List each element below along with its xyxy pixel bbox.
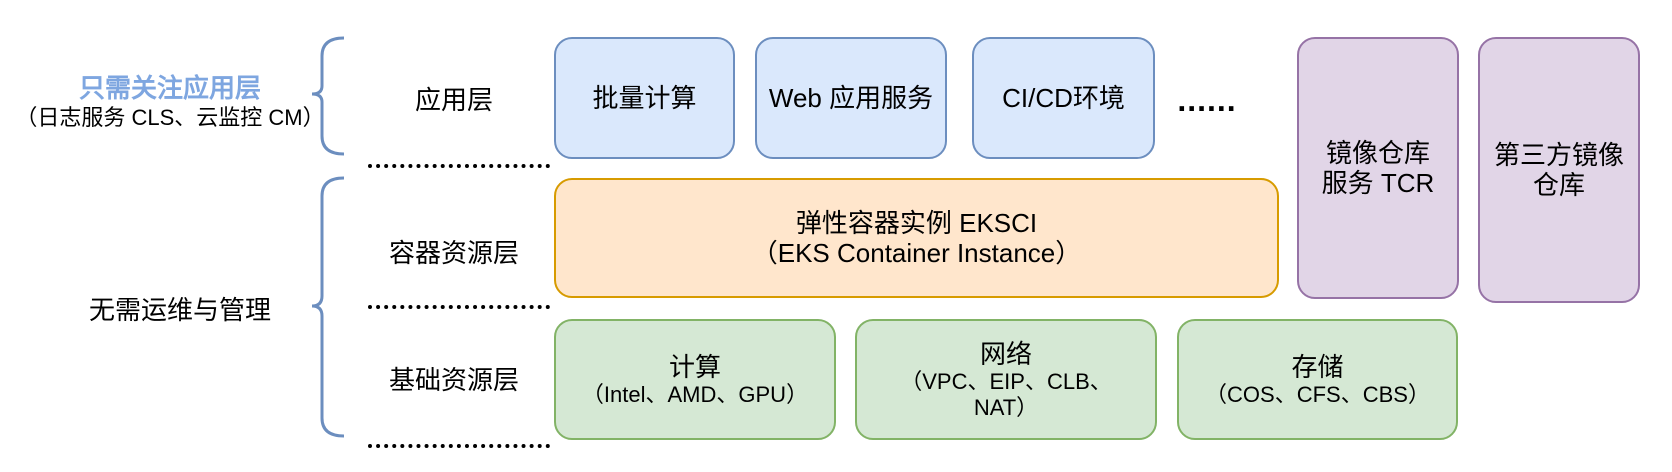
box-storage: 存储 （COS、CFS、CBS） (1177, 319, 1458, 440)
box-batch-compute: 批量计算 (554, 37, 735, 159)
box-third-party-line2: 仓库 (1532, 170, 1585, 200)
layer-label-infra: 基础资源层 (388, 365, 519, 395)
box-storage-subtitle: （COS、CFS、CBS） (1205, 381, 1430, 407)
box-tcr-line2: 服务 TCR (1321, 168, 1435, 198)
box-network: 网络 （VPC、EIP、CLB、 NAT） (855, 319, 1157, 440)
top-brace (311, 36, 345, 156)
box-eksci: 弹性容器实例 EKSCI （EKS Container Instance） (554, 178, 1279, 298)
app-focus-title: 只需关注应用层 (78, 73, 261, 103)
box-third-party-registry: 第三方镜像 仓库 (1478, 37, 1640, 303)
box-web-app-service: Web 应用服务 (755, 37, 947, 159)
box-tcr-registry: 镜像仓库 服务 TCR (1297, 37, 1459, 299)
box-eksci-title: 弹性容器实例 EKSCI (795, 208, 1038, 238)
box-eksci-subtitle: （EKS Container Instance） (751, 238, 1082, 268)
bottom-brace (311, 176, 345, 438)
layer-label-container: 容器资源层 (388, 238, 519, 268)
box-storage-title: 存储 (1291, 351, 1344, 382)
app-focus-subtitle: （日志服务 CLS、云监控 CM） (15, 105, 325, 130)
box-batch-compute-label: 批量计算 (592, 83, 697, 113)
left-label-no-ops: 无需运维与管理 (88, 295, 271, 325)
box-compute-subtitle: （Intel、AMD、GPU） (581, 381, 809, 407)
separator-infra (368, 444, 550, 448)
box-network-subtitle-line2: NAT） (973, 394, 1039, 420)
box-cicd-label: CI/CD环境 (1002, 83, 1125, 113)
separator-container (368, 305, 550, 309)
left-label-app-focus: 只需关注应用层 （日志服务 CLS、云监控 CM） (0, 72, 340, 132)
separator-app (368, 164, 550, 168)
box-compute: 计算 （Intel、AMD、GPU） (554, 319, 836, 440)
more-ellipsis: ...... (1177, 82, 1237, 118)
box-third-party-line1: 第三方镜像 (1493, 140, 1624, 170)
box-compute-title: 计算 (668, 351, 721, 382)
layer-label-app: 应用层 (414, 85, 493, 115)
box-network-title: 网络 (979, 338, 1032, 369)
box-tcr-line1: 镜像仓库 (1325, 138, 1430, 168)
box-cicd: CI/CD环境 (972, 37, 1155, 159)
box-network-subtitle-line1: （VPC、EIP、CLB、 (900, 368, 1112, 394)
box-web-app-service-label: Web 应用服务 (768, 83, 934, 113)
